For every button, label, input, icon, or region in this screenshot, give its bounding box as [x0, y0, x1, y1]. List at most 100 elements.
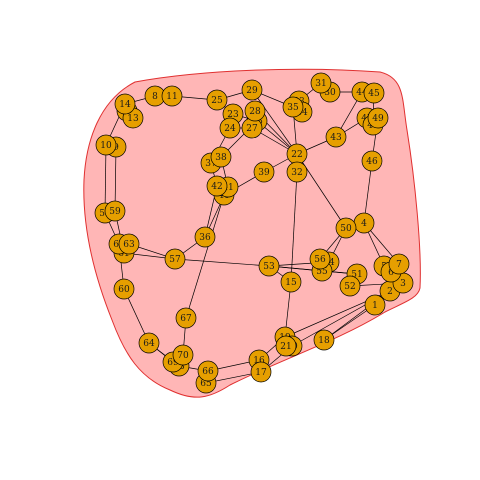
- node-circle: [253, 161, 275, 183]
- node-circle: [104, 200, 126, 222]
- node-label: 66: [202, 367, 214, 377]
- node-label: 24: [224, 124, 236, 134]
- node-22: 22: [286, 143, 308, 165]
- node-70: 70: [172, 344, 194, 366]
- node-label: 2: [387, 287, 393, 297]
- node-circle: [361, 150, 383, 172]
- node-36: 36: [194, 226, 216, 248]
- node-label: 44: [356, 88, 368, 98]
- node-14: 14: [114, 93, 136, 115]
- node-circle: [118, 233, 140, 255]
- node-circle: [206, 89, 228, 111]
- node-circle: [339, 275, 361, 297]
- node-53: 53: [258, 255, 280, 277]
- node-label: 51: [351, 270, 362, 280]
- node-circle: [138, 332, 160, 354]
- node-label: 25: [211, 96, 223, 106]
- node-circle: [114, 93, 136, 115]
- node-label: 60: [118, 285, 130, 295]
- node-label: 53: [263, 262, 275, 272]
- node-60: 60: [113, 278, 135, 300]
- node-label: 10: [100, 141, 112, 151]
- node-66: 66: [197, 360, 219, 382]
- node-label: 52: [344, 282, 355, 292]
- node-25: 25: [206, 89, 228, 111]
- node-label: 1: [372, 301, 378, 311]
- node-circle: [161, 85, 183, 107]
- node-63: 63: [118, 233, 140, 255]
- node-27: 27: [241, 117, 263, 139]
- node-32: 32: [286, 161, 308, 183]
- edge-4-46: [363, 160, 373, 224]
- node-label: 34: [296, 108, 308, 118]
- node-circle: [325, 126, 347, 148]
- node-label: 14: [119, 100, 131, 110]
- node-circle: [250, 361, 272, 383]
- node-circle: [310, 72, 332, 94]
- node-circle: [210, 146, 232, 168]
- node-46: 46: [361, 150, 383, 172]
- node-label: 57: [169, 255, 181, 265]
- node-circle: [194, 226, 216, 248]
- nodes-layer: 1234567891011121314151617181920212223242…: [94, 72, 414, 394]
- node-circle: [258, 255, 280, 277]
- node-label: 16: [253, 356, 265, 366]
- node-label: 59: [109, 207, 121, 217]
- node-label: 27: [246, 124, 258, 134]
- node-label: 43: [330, 133, 342, 143]
- node-64: 64: [138, 332, 160, 354]
- node-label: 9: [113, 143, 119, 153]
- node-67: 67: [175, 307, 197, 329]
- node-label: 3: [400, 279, 406, 289]
- node-circle: [113, 278, 135, 300]
- node-59: 59: [104, 200, 126, 222]
- node-38: 38: [210, 146, 232, 168]
- node-circle: [219, 117, 241, 139]
- node-label: 37: [205, 159, 217, 169]
- edge-10-58: [104, 144, 107, 214]
- node-43: 43: [325, 126, 347, 148]
- node-35: 35: [282, 96, 304, 118]
- node-label: 30: [324, 88, 336, 98]
- node-50: 50: [335, 217, 357, 239]
- node-circle: [172, 344, 194, 366]
- node-label: 17: [255, 368, 267, 378]
- node-label: 29: [246, 86, 258, 96]
- node-29: 29: [241, 79, 263, 101]
- node-circle: [280, 271, 302, 293]
- node-label: 64: [143, 339, 155, 349]
- node-label: 13: [127, 114, 139, 124]
- node-circle: [367, 107, 389, 129]
- node-28: 28: [244, 100, 266, 122]
- node-circle: [364, 294, 386, 316]
- node-49: 49: [367, 107, 389, 129]
- node-57: 57: [164, 248, 186, 270]
- node-circle: [197, 360, 219, 382]
- node-56: 56: [309, 248, 331, 270]
- node-label: 45: [368, 89, 380, 99]
- node-15: 15: [280, 271, 302, 293]
- node-label: 21: [280, 342, 291, 352]
- node-label: 31: [315, 79, 326, 89]
- node-18: 18: [313, 329, 335, 351]
- node-39: 39: [253, 161, 275, 183]
- node-label: 11: [166, 92, 177, 102]
- node-label: 67: [180, 314, 192, 324]
- node-label: 39: [258, 168, 270, 178]
- edge-32-15: [290, 171, 298, 283]
- node-label: 22: [291, 150, 302, 160]
- node-label: 46: [366, 157, 378, 167]
- node-label: 61: [118, 249, 129, 259]
- node-circle: [164, 248, 186, 270]
- node-label: 36: [199, 233, 211, 243]
- node-52: 52: [339, 275, 361, 297]
- node-label: 6: [388, 268, 394, 278]
- node-circle: [244, 100, 266, 122]
- node-circle: [309, 248, 331, 270]
- node-label: 8: [152, 92, 158, 102]
- node-label: 69: [167, 358, 179, 368]
- node-label: 55: [316, 267, 328, 277]
- edge-29-22: [251, 89, 298, 155]
- node-label: 15: [285, 278, 297, 288]
- node-circle: [363, 82, 385, 104]
